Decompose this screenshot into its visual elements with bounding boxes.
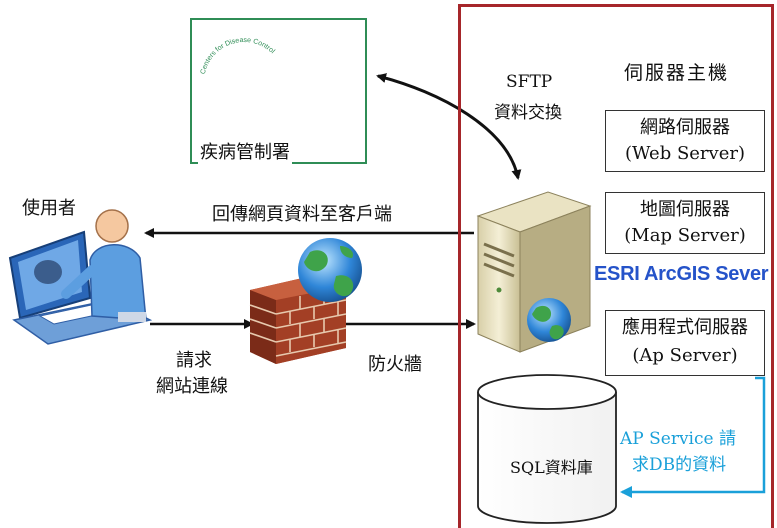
web-server-name: 網路伺服器 (640, 117, 730, 138)
ap-service-note-line1: AP Service 請 (620, 429, 736, 449)
server-globe-icon (527, 298, 571, 342)
map-server-english: (Map Server) (624, 225, 746, 246)
internet-globe-icon (298, 238, 362, 302)
ap-service-note-line2: 求DB的資料 (632, 455, 727, 475)
sql-database-icon (477, 374, 617, 524)
map-server-box: 地圖伺服器 (Map Server) (605, 192, 765, 254)
request-sublabel: 網站連線 (156, 376, 228, 397)
ap-server-english: (Ap Server) (632, 345, 738, 366)
sftp-arrow (376, 73, 522, 180)
sftp-label: SFTP (506, 72, 553, 92)
ap-server-box: 應用程式伺服器 (Ap Server) (605, 310, 765, 376)
user-label: 使用者 (22, 198, 76, 219)
cdc-name: 疾病管制署 (198, 138, 292, 164)
map-server-name: 地圖伺服器 (640, 199, 730, 220)
server-host-title: 伺服器主機 (624, 62, 730, 84)
main-server-icon (476, 191, 592, 428)
sftp-sublabel: 資料交換 (494, 103, 562, 123)
user-computer-icon (8, 209, 153, 345)
request-label: 請求 (176, 350, 212, 371)
web-server-box: 網路伺服器 (Web Server) (605, 110, 765, 172)
esri-arcgis-label: ESRI ArcGIS Sever (594, 263, 769, 285)
server-host-panel (458, 4, 774, 528)
ap-service-arrow (620, 376, 766, 498)
web-server-english: (Web Server) (625, 143, 745, 164)
firewall-label: 防火牆 (368, 354, 422, 375)
return-arrow-label: 回傳網頁資料至客戶端 (212, 204, 392, 225)
ap-server-name: 應用程式伺服器 (622, 317, 748, 338)
sql-database-label: SQL資料庫 (510, 458, 593, 477)
